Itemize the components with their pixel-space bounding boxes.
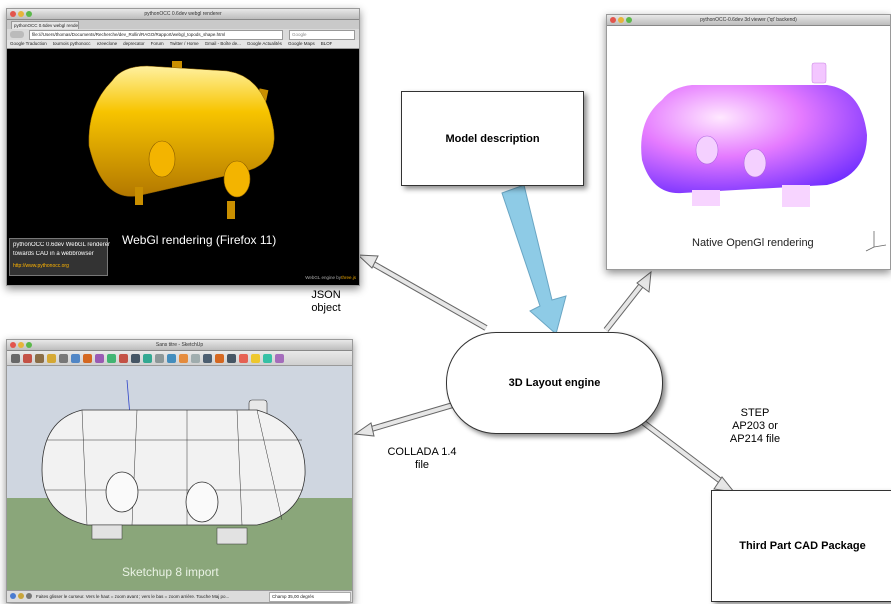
webgl-caption: WebGl rendering (Firefox 11) (122, 233, 277, 247)
status-bar: Faites glisser le curseur. Vers le haut … (7, 590, 352, 602)
sketchup-tank-model (41, 380, 306, 545)
window-title: pythonOCC 0.6dev webgl renderer (144, 11, 222, 17)
arrow-to-opengl (603, 270, 652, 332)
tool-icon[interactable] (131, 354, 140, 363)
bookmark-item[interactable]: Google Traduction (10, 41, 47, 46)
tool-icon[interactable] (11, 354, 20, 363)
minimize-icon[interactable] (18, 11, 24, 17)
layout-engine-label: 3D Layout engine (508, 377, 601, 389)
opengl-titlebar: pythonOCC-0.6dev 3d viewer ('qt' backend… (607, 15, 890, 26)
opengl-viewer-window: pythonOCC-0.6dev 3d viewer ('qt' backend… (606, 14, 891, 270)
bookmark-item[interactable]: BLOF (320, 41, 333, 46)
arrow-to-cad-package (638, 417, 736, 493)
bookmark-item[interactable]: Twitter / Home (169, 41, 199, 46)
webgl-tank-model (88, 61, 275, 219)
bookmark-item[interactable]: Google Actualités (246, 41, 282, 46)
bookmark-item[interactable]: tournois pythonocc (52, 41, 91, 46)
tool-icon[interactable] (203, 354, 212, 363)
minimize-icon[interactable] (18, 342, 24, 348)
status-text: Faites glisser le curseur. Vers le haut … (36, 594, 230, 599)
bookmark-item[interactable]: ezeeclone (96, 41, 118, 46)
window-title: Sans titre - SketchUp (155, 342, 204, 348)
credits-icon[interactable] (18, 593, 24, 599)
tool-icon[interactable] (47, 354, 56, 363)
search-field[interactable]: Google (289, 30, 355, 40)
model-description-label: Model description (445, 132, 540, 145)
close-icon[interactable] (10, 11, 16, 17)
zoom-icon[interactable] (26, 342, 32, 348)
tool-icon[interactable] (119, 354, 128, 363)
window-title: pythonOCC-0.6dev 3d viewer ('qt' backend… (700, 17, 797, 23)
info-icon[interactable] (10, 593, 16, 599)
info-link[interactable]: http://www.pythonocc.org (13, 263, 69, 269)
tool-icon[interactable] (239, 354, 248, 363)
close-icon[interactable] (610, 17, 616, 23)
nav-bar: file:///Users/thomas/Documents/Recherche… (7, 29, 359, 40)
step-label: STEP AP203 or AP214 file (729, 407, 781, 445)
tab-strip: pythonOCC 0.6dev webgl rende... (7, 20, 359, 29)
engine-brand-link[interactable]: three.js (341, 275, 356, 280)
tool-icon[interactable] (251, 354, 260, 363)
browser-tab[interactable]: pythonOCC 0.6dev webgl rende... (11, 21, 79, 29)
tool-icon[interactable] (179, 354, 188, 363)
cad-package-label: Third Part CAD Package (739, 540, 866, 552)
tool-icon[interactable] (23, 354, 32, 363)
bookmark-item[interactable]: Forum (150, 41, 164, 46)
tool-icon[interactable] (59, 354, 68, 363)
sketchup-window: Sans titre - SketchUp Sketchup 8 import … (6, 339, 353, 603)
webgl-browser-window: pythonOCC 0.6dev webgl renderer pythonOC… (6, 8, 360, 286)
tool-icon[interactable] (191, 354, 200, 363)
bookmarks-bar: Google Traduction tournois pythonocc ezeec… (7, 40, 359, 49)
sketchup-caption: Sketchup 8 import (122, 565, 219, 579)
address-bar[interactable]: file:///Users/thomas/Documents/Recherche… (29, 30, 283, 40)
zoom-icon[interactable] (26, 11, 32, 17)
arrow-model-to-engine (501, 184, 567, 335)
tool-icon[interactable] (167, 354, 176, 363)
collada-label: COLLADA 1.4 file (387, 446, 457, 471)
tool-icon[interactable] (71, 354, 80, 363)
help-icon[interactable] (26, 593, 32, 599)
axis-trihedron-icon (865, 231, 887, 252)
json-object-label: JSON object (311, 289, 341, 314)
tool-icon[interactable] (155, 354, 164, 363)
measurement-field[interactable]: Champ 35,00 degrés (269, 592, 351, 602)
bookmark-item[interactable]: deprecator (123, 41, 145, 46)
opengl-tank-model (641, 62, 867, 207)
tool-icon[interactable] (35, 354, 44, 363)
bookmark-item[interactable]: Google Maps (287, 41, 315, 46)
close-icon[interactable] (10, 342, 16, 348)
zoom-icon[interactable] (626, 17, 632, 23)
tool-icon[interactable] (215, 354, 224, 363)
tool-icon[interactable] (227, 354, 236, 363)
webgl-titlebar: pythonOCC 0.6dev webgl renderer (7, 9, 359, 20)
tool-icon[interactable] (263, 354, 272, 363)
tool-icon[interactable] (143, 354, 152, 363)
layout-engine-node: 3D Layout engine (446, 332, 663, 434)
sketchup-titlebar: Sans titre - SketchUp (7, 340, 352, 351)
info-panel: pythonOCC 0.6dev WebGL renderer towards … (9, 238, 111, 276)
opengl-caption: Native OpenGl rendering (692, 237, 814, 249)
back-forward-icon[interactable] (10, 31, 24, 38)
sketchup-toolbar (7, 351, 352, 366)
cad-package-box: Third Part CAD Package (711, 490, 891, 602)
minimize-icon[interactable] (618, 17, 624, 23)
model-description-box: Model description (401, 91, 584, 186)
bookmark-item[interactable]: Gmail - Boîte de... (204, 41, 241, 46)
tool-icon[interactable] (95, 354, 104, 363)
arrow-to-webgl (356, 254, 488, 331)
engine-credit: WebGL engine by (305, 275, 341, 280)
tool-icon[interactable] (275, 354, 284, 363)
info-title: pythonOCC 0.6dev WebGL renderer (13, 242, 111, 248)
tool-icon[interactable] (107, 354, 116, 363)
tool-icon[interactable] (83, 354, 92, 363)
info-subtitle: towards CAD in a webbrowser (13, 251, 94, 257)
